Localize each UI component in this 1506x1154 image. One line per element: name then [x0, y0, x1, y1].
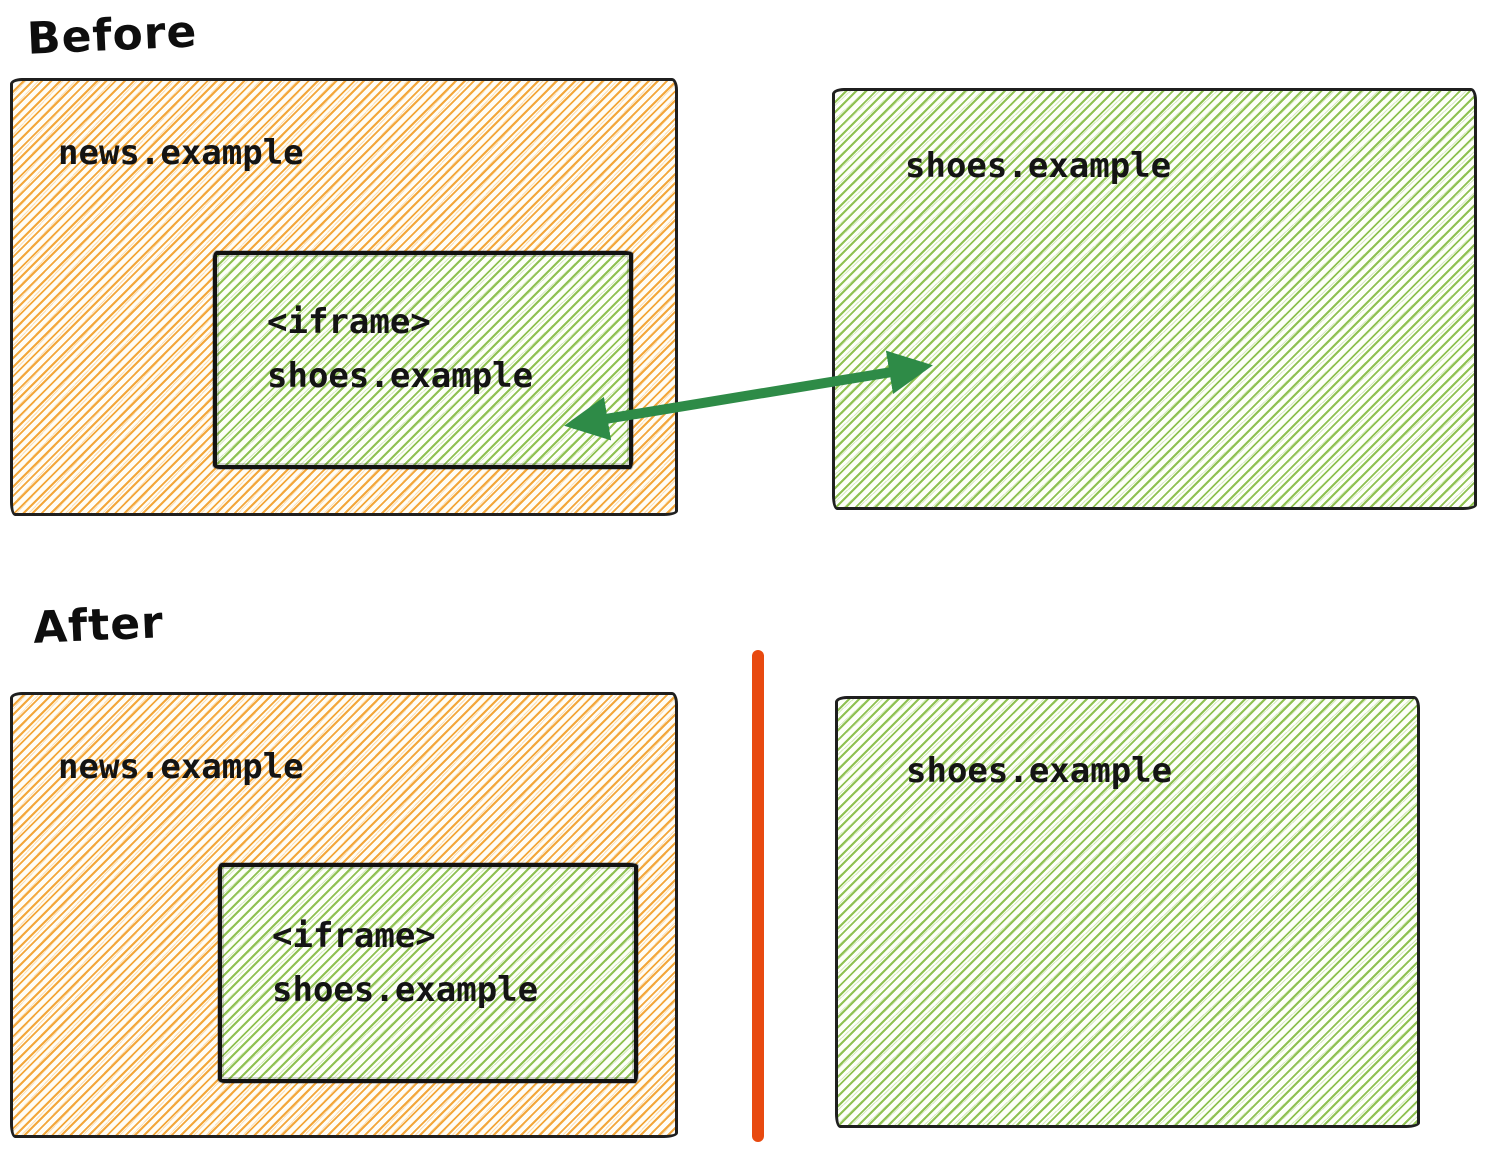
before-iframe-box: <iframe> shoes.example: [213, 251, 633, 469]
before-iframe-tag-label: <iframe>: [267, 302, 431, 342]
before-shoes-example-box: shoes.example: [832, 88, 1477, 510]
before-news-example-box: news.example <iframe> shoes.example: [10, 78, 678, 516]
before-shoes-example-label: shoes.example: [905, 146, 1172, 186]
after-shoes-example-box: shoes.example: [835, 696, 1420, 1128]
after-iframe-box: <iframe> shoes.example: [218, 863, 638, 1083]
before-iframe-site-label: shoes.example: [267, 356, 534, 396]
partition-divider-line: [752, 650, 764, 1142]
after-iframe-site-label: shoes.example: [272, 970, 539, 1010]
after-shoes-example-label: shoes.example: [906, 751, 1173, 791]
after-news-example-label: news.example: [58, 747, 304, 787]
after-iframe-tag-label: <iframe>: [272, 916, 436, 956]
before-news-example-label: news.example: [58, 133, 304, 173]
after-news-example-box: news.example <iframe> shoes.example: [10, 692, 678, 1138]
after-section-title: After: [31, 597, 165, 654]
before-section-title: Before: [25, 6, 199, 65]
